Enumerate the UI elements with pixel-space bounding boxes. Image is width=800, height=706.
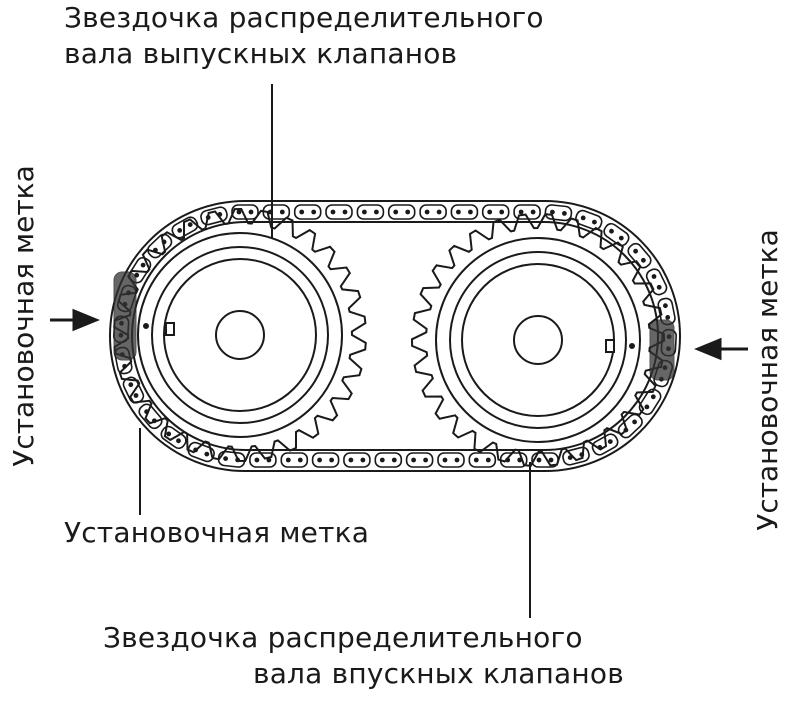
chain-link bbox=[147, 233, 173, 259]
chain-pin bbox=[311, 209, 317, 215]
chain-link bbox=[187, 441, 215, 463]
chain-pin bbox=[609, 228, 614, 234]
chain-link bbox=[387, 204, 416, 220]
chain-link bbox=[311, 452, 340, 468]
chain-pin bbox=[536, 457, 542, 463]
chain-pin bbox=[641, 257, 646, 263]
chain-link bbox=[356, 204, 385, 220]
chain-pin bbox=[550, 209, 555, 215]
exhaust-sprocket-label-line-2: вала выпускных клапанов bbox=[64, 37, 458, 70]
chain-pin bbox=[133, 393, 139, 398]
chain-link bbox=[481, 204, 510, 220]
chain-link bbox=[437, 452, 465, 468]
leader-lines bbox=[139, 84, 531, 618]
chain-pin bbox=[330, 209, 336, 215]
chain-pin bbox=[391, 457, 397, 463]
chain-link bbox=[293, 204, 322, 220]
timing-mark-label-left: Установочная метка bbox=[7, 165, 40, 467]
chain-pin bbox=[317, 457, 322, 463]
chain-pin bbox=[424, 209, 430, 215]
chain-pin bbox=[618, 235, 624, 241]
chain-pin bbox=[607, 439, 613, 444]
chain-pin bbox=[592, 219, 597, 225]
chain-link bbox=[280, 452, 309, 468]
chain-pin bbox=[665, 315, 671, 320]
chain-link bbox=[575, 209, 603, 231]
exhaust-sprocket bbox=[113, 207, 367, 463]
chain-pin bbox=[177, 228, 183, 233]
chain-links bbox=[113, 204, 677, 468]
chain-link bbox=[405, 452, 434, 468]
intake-sprocket bbox=[410, 213, 666, 467]
timing-mark-label-right: Установочная метка bbox=[751, 229, 784, 531]
chain-pin bbox=[176, 438, 181, 444]
exhaust-sprocket-label-line-1: Звездочка распределительного bbox=[64, 1, 544, 34]
chain-pin bbox=[299, 209, 305, 215]
chain-pin bbox=[580, 215, 586, 221]
chain-pin bbox=[530, 209, 536, 215]
intake-sprocket-teeth bbox=[410, 213, 666, 467]
chain-pin bbox=[393, 209, 399, 215]
chain-pin bbox=[223, 456, 229, 461]
chain-pin bbox=[456, 209, 461, 215]
chain-pin bbox=[187, 222, 193, 228]
chain-link bbox=[617, 413, 643, 439]
chain-pin bbox=[499, 209, 505, 215]
chain-pin bbox=[279, 209, 285, 215]
chain-pin bbox=[248, 209, 254, 215]
chain-pin bbox=[423, 457, 428, 463]
left-mark-arrow bbox=[50, 308, 100, 332]
chain-pin bbox=[360, 457, 366, 463]
chain-pin bbox=[285, 457, 291, 463]
chain-pin bbox=[348, 457, 354, 463]
chain-pin bbox=[436, 209, 442, 215]
chain-pin bbox=[562, 211, 567, 216]
chain-pin bbox=[329, 457, 334, 463]
chain-pin bbox=[128, 382, 134, 388]
chain-link bbox=[374, 452, 403, 468]
timing-links bbox=[113, 271, 675, 381]
chain-link bbox=[343, 452, 371, 468]
chain-pin bbox=[548, 457, 554, 463]
timing-chain bbox=[109, 200, 681, 472]
chain-pin bbox=[487, 209, 493, 215]
chain-link bbox=[544, 204, 573, 222]
chain-pin bbox=[656, 284, 662, 290]
right-mark-arrow bbox=[694, 337, 748, 361]
chain-pin bbox=[236, 209, 242, 215]
chain-pin bbox=[342, 209, 348, 215]
chain-pin bbox=[473, 457, 479, 463]
chain-pin bbox=[140, 262, 146, 268]
intake-sprocket-label: Звездочка распределительного вала впускн… bbox=[103, 620, 624, 692]
chain-pin bbox=[468, 209, 473, 215]
chain-pin bbox=[379, 457, 385, 463]
chain-pin bbox=[632, 419, 637, 425]
chain-pin bbox=[374, 209, 379, 215]
chain-pin bbox=[166, 431, 172, 437]
chain-link bbox=[450, 204, 479, 220]
chain-pin bbox=[485, 457, 491, 463]
chain-pin bbox=[411, 457, 416, 463]
chain-pin bbox=[650, 394, 656, 400]
chain-pin bbox=[644, 404, 650, 410]
chain-pin bbox=[405, 209, 411, 215]
chain-link bbox=[325, 204, 353, 220]
intake-sprocket-label-line-1: Звездочка распределительного bbox=[103, 621, 583, 654]
chain-link bbox=[419, 204, 447, 220]
chain-link bbox=[468, 452, 497, 468]
chain-pin bbox=[518, 209, 524, 215]
chain-pin bbox=[297, 457, 303, 463]
chain-pin bbox=[633, 248, 638, 254]
timing-mark-label-bottom: Установочная метка bbox=[64, 516, 370, 549]
chain-pin bbox=[204, 451, 210, 457]
chain-pin bbox=[651, 274, 657, 279]
chain-pin bbox=[254, 457, 260, 463]
exhaust-sprocket-label: Звездочка распределительного вала выпуск… bbox=[64, 0, 544, 72]
chain-pin bbox=[362, 209, 367, 215]
chain-pin bbox=[454, 457, 460, 463]
chain-pin bbox=[442, 457, 448, 463]
chain-pin bbox=[663, 303, 668, 309]
intake-sprocket-label-line-2: вала впускных клапанов bbox=[253, 657, 624, 690]
